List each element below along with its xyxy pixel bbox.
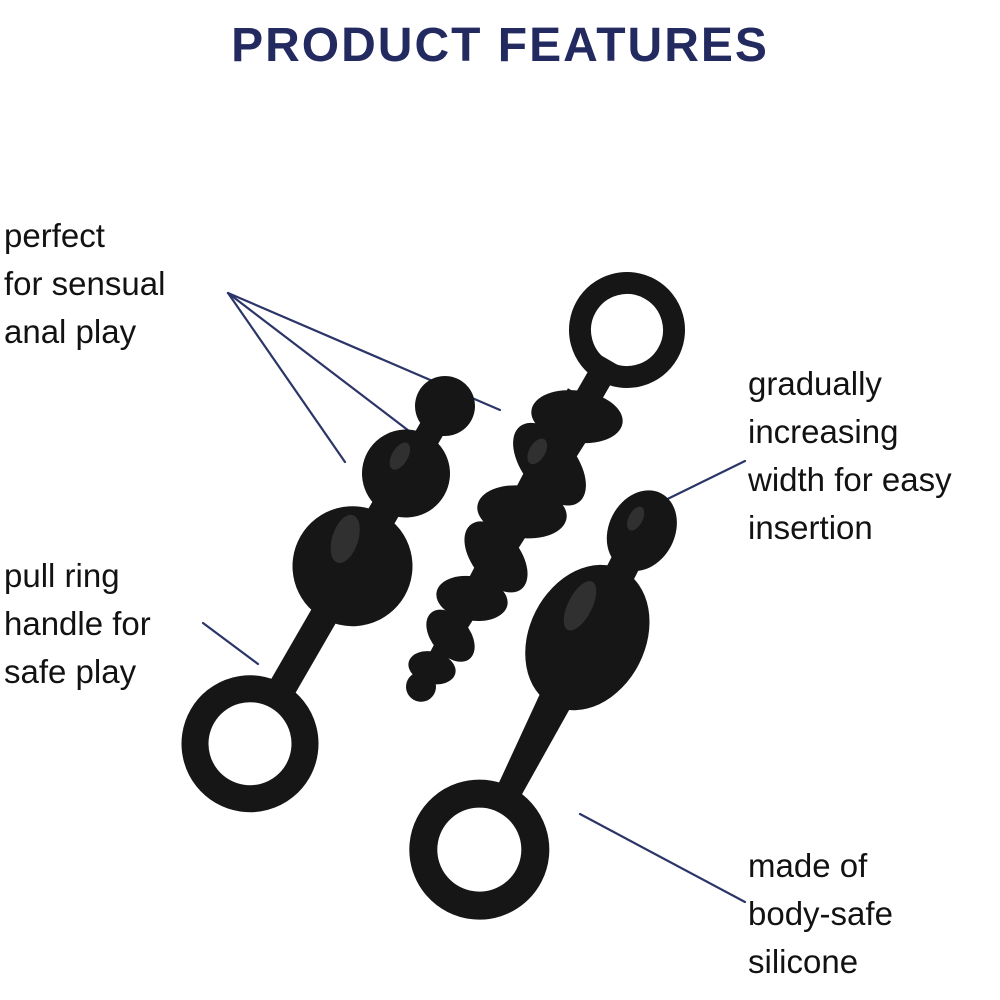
leader-line-body-safe (578, 812, 747, 904)
annotation-gradual-width: gradually increasing width for easy inse… (748, 365, 952, 546)
bulb-plug-illustration (409, 490, 677, 920)
annotation-sensual-play: perfect for sensual anal play (4, 217, 166, 350)
annotation-body-safe: made of body-safe silicone (748, 847, 893, 980)
leader-line-pull-ring (201, 621, 260, 666)
leader-line-sensual-1 (226, 291, 347, 464)
annotation-pull-ring: pull ring handle for safe play (4, 557, 151, 690)
leader-line-sensual-2 (226, 291, 432, 449)
beaded-plug-illustration (181, 375, 475, 813)
twisted-plug-illustration (406, 272, 685, 702)
page-title: PRODUCT FEATURES (231, 19, 769, 72)
